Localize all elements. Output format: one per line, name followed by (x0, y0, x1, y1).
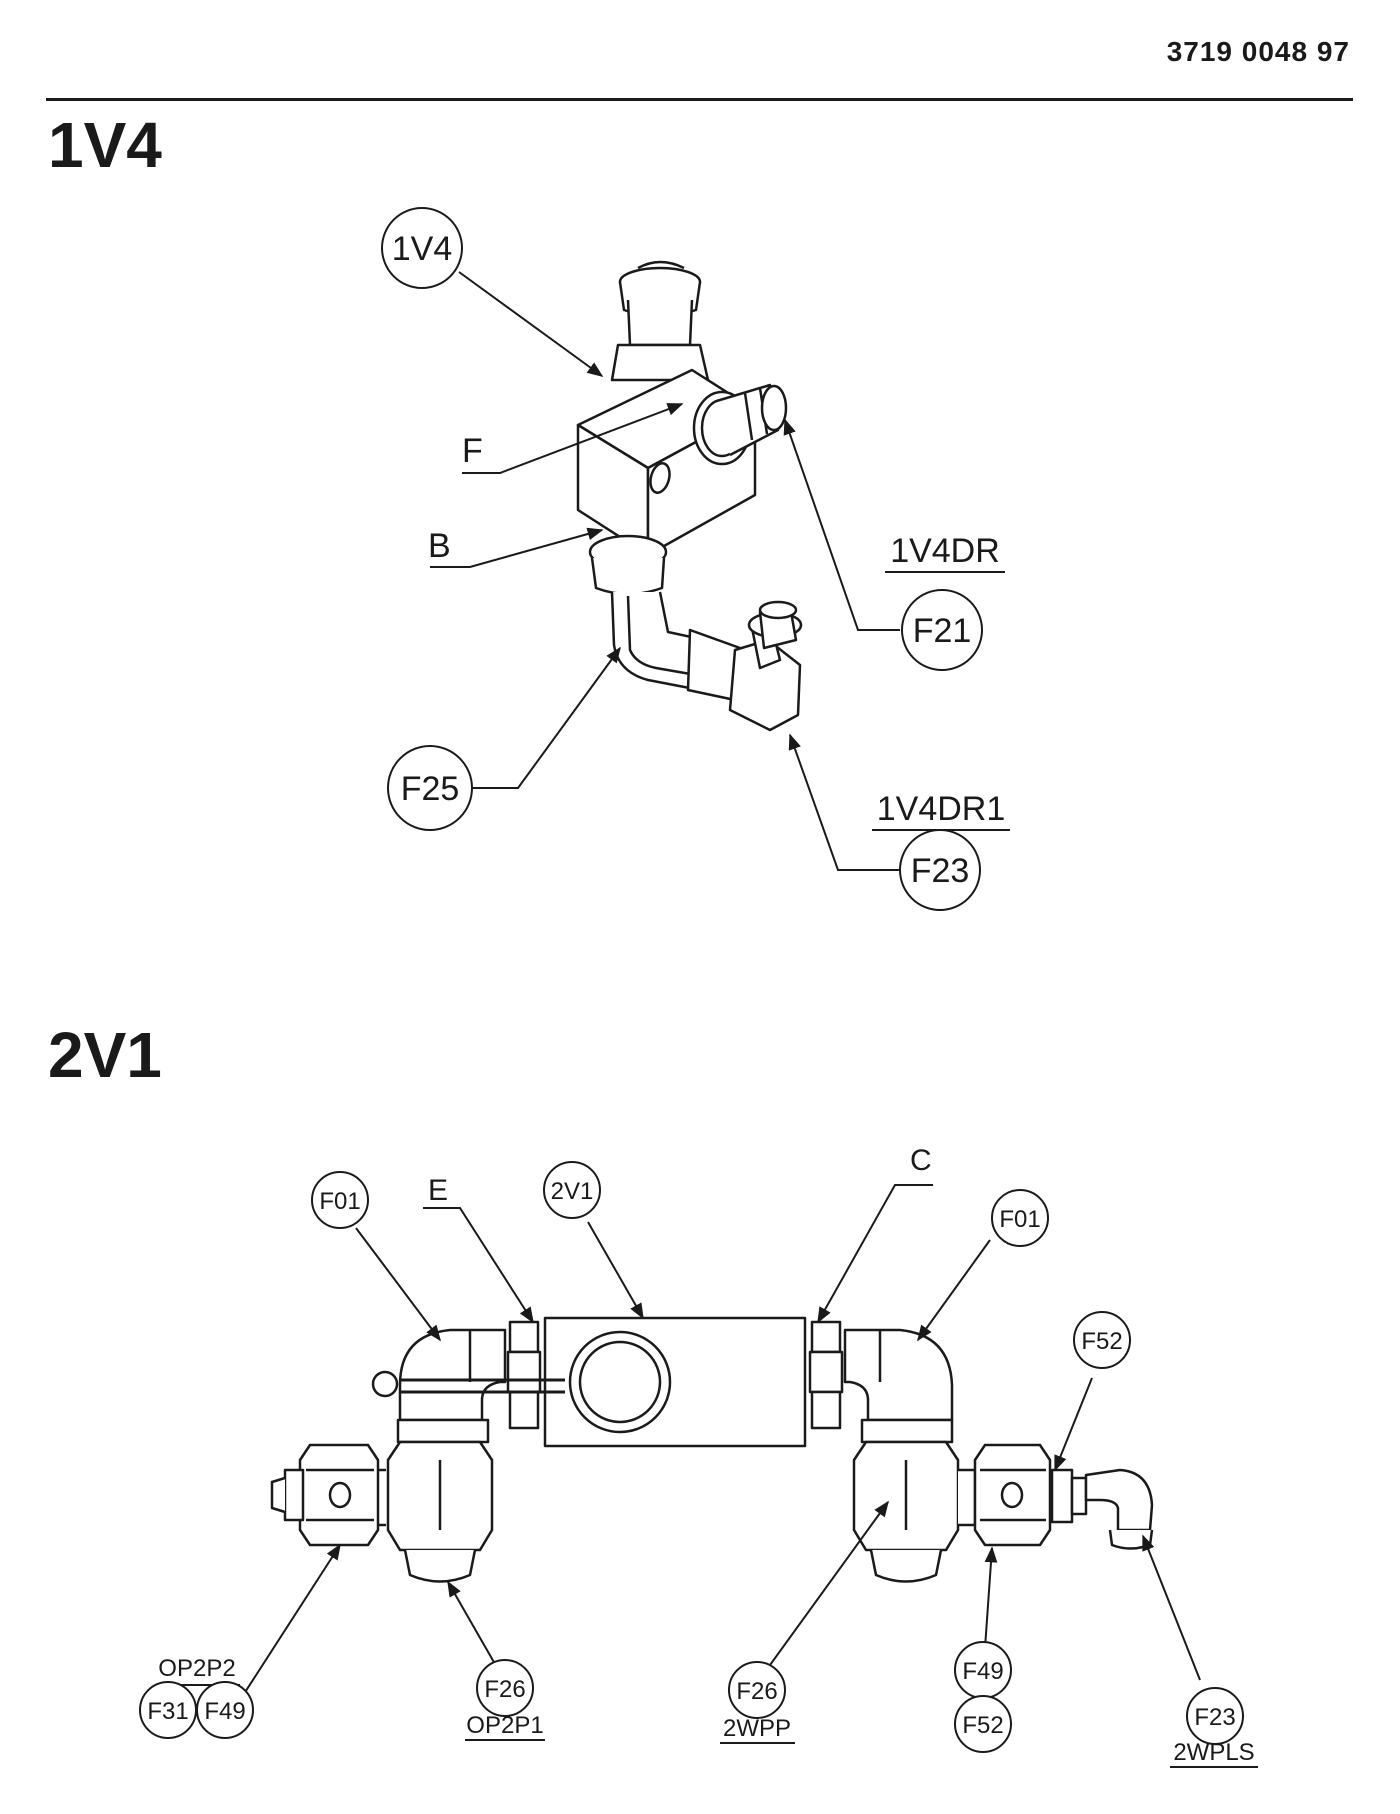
document-number: 3719 0048 97 (1166, 36, 1350, 67)
label-1v4dr: 1V4DR (890, 532, 1000, 570)
balloon-f49-left: F49 (196, 1681, 254, 1739)
balloon-f23-2v1: F23 (1186, 1687, 1244, 1745)
balloon-f49-right-text: F49 (962, 1658, 1003, 1685)
balloon-f23-2v1-text: F23 (1194, 1704, 1235, 1731)
balloon-f23: F23 (899, 829, 981, 911)
balloon-f31-text: F31 (147, 1698, 188, 1725)
balloon-f49-right: F49 (954, 1641, 1012, 1699)
balloon-1v4: 1V4 (381, 207, 463, 289)
balloon-f52-top: F52 (1073, 1311, 1131, 1369)
balloon-f26-mid-text: F26 (736, 1678, 777, 1705)
balloon-f23-text: F23 (911, 852, 970, 890)
label-2wpls: 2WPLS (1173, 1739, 1254, 1766)
balloon-f01-right-text: F01 (999, 1206, 1040, 1233)
port-f-label: F (462, 432, 483, 470)
label-op2p2: OP2P2 (158, 1655, 235, 1682)
balloon-f25: F25 (387, 745, 473, 831)
fitting-f23-2v1-drawing (1084, 1468, 1154, 1550)
valve-1v4-drawing (576, 260, 803, 732)
balloon-f21: F21 (901, 589, 983, 671)
balloon-2v1-text: 2V1 (551, 1178, 594, 1205)
fitting-f49-right-drawing (973, 1443, 1088, 1547)
balloon-2v1: 2V1 (543, 1161, 601, 1219)
label-op2p1: OP2P1 (466, 1712, 543, 1739)
balloon-1v4-text: 1V4 (392, 230, 453, 268)
balloon-f31: F31 (139, 1681, 197, 1739)
valve-2v1-drawing (270, 1316, 1154, 1583)
balloon-f01-right: F01 (991, 1189, 1049, 1247)
balloon-f26-left: F26 (476, 1659, 534, 1717)
port-b-label: B (428, 527, 451, 565)
fitting-f21-drawing (692, 383, 788, 466)
fitting-f01-right-drawing (843, 1328, 954, 1422)
label-2wpp: 2WPP (723, 1715, 791, 1742)
balloon-f26-left-text: F26 (484, 1676, 525, 1703)
balloon-f01-left-text: F01 (319, 1188, 360, 1215)
fitting-f49-left-drawing (270, 1443, 380, 1547)
valve-1v4-knob (618, 260, 702, 347)
fitting-f01-left-drawing (398, 1328, 507, 1422)
label-1v4dr1: 1V4DR1 (877, 790, 1006, 828)
port-c-label: C (910, 1144, 932, 1177)
balloon-f52-bottom: F52 (954, 1695, 1012, 1753)
balloon-f26-mid: F26 (728, 1661, 786, 1719)
balloon-f01-left: F01 (311, 1171, 369, 1229)
fitting-f25-elbow-drawing (588, 534, 742, 702)
balloon-f52-bottom-text: F52 (962, 1712, 1003, 1739)
fitting-f26-right-drawing (852, 1418, 977, 1583)
header-rule (46, 98, 1353, 101)
balloon-f52-top-text: F52 (1081, 1328, 1122, 1355)
fitting-f23-elbow-drawing (728, 600, 803, 732)
port-e-label: E (428, 1174, 448, 1207)
balloon-f49-left-text: F49 (204, 1698, 245, 1725)
balloon-f25-text: F25 (401, 770, 460, 808)
leaders-1v4 (430, 271, 1010, 871)
fitting-f26-left-drawing (368, 1418, 494, 1583)
section-title-1v4: 1V4 (48, 109, 162, 181)
leaders-2v1 (155, 1184, 1258, 1768)
balloon-f21-text: F21 (913, 612, 972, 650)
section-title-2v1: 2V1 (48, 1019, 162, 1091)
